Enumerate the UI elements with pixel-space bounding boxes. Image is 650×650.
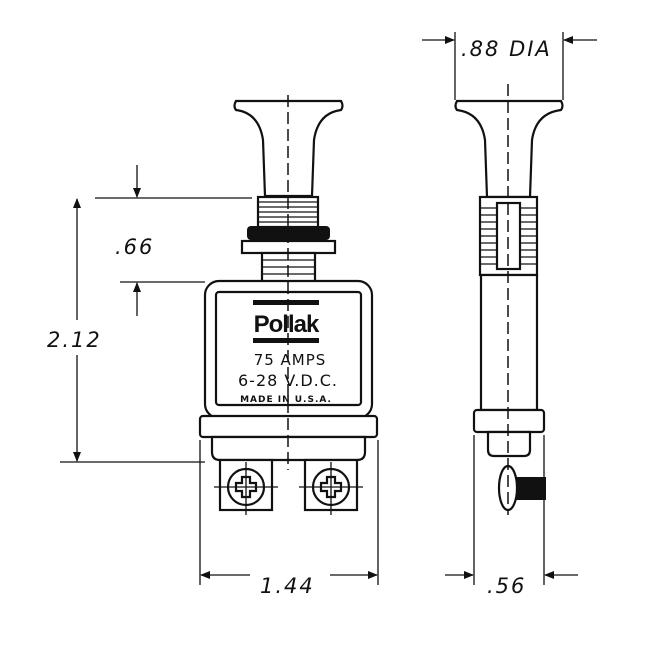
knob-diameter-label: .88 DIA (461, 37, 552, 61)
bushing-length-label: .66 (115, 235, 154, 259)
dimension-144: 1.44 (199, 440, 379, 598)
side-body (479, 273, 539, 412)
terminal-left (214, 458, 278, 515)
dimension-088-dia: .88 DIA (422, 32, 597, 100)
side-depth-label: .56 (487, 574, 526, 598)
dimension-066: .66 (95, 165, 252, 316)
voltage-rating: 6-28 V.D.C. (238, 371, 338, 390)
side-view (454, 84, 564, 515)
dimension-056: .56 (445, 435, 578, 598)
amps-rating: 75 AMPS (254, 351, 327, 369)
side-base (486, 430, 532, 458)
made-in-usa: MADE IN U.S.A. (240, 395, 332, 405)
terminal-right (299, 458, 363, 515)
brand-logo: Pollak (254, 311, 320, 338)
logo-bar-top (253, 300, 319, 305)
side-terminal-bolt (515, 477, 546, 500)
dimension-212: 2.12 (47, 198, 205, 463)
overall-height-label: 2.12 (47, 328, 102, 352)
front-view: Pollak 75 AMPS 6-28 V.D.C. MADE IN U.S.A… (198, 95, 379, 515)
logo-bar-bottom (253, 338, 319, 343)
body-width-label: 1.44 (260, 574, 315, 598)
side-knob (454, 99, 564, 199)
side-flange (472, 408, 546, 434)
